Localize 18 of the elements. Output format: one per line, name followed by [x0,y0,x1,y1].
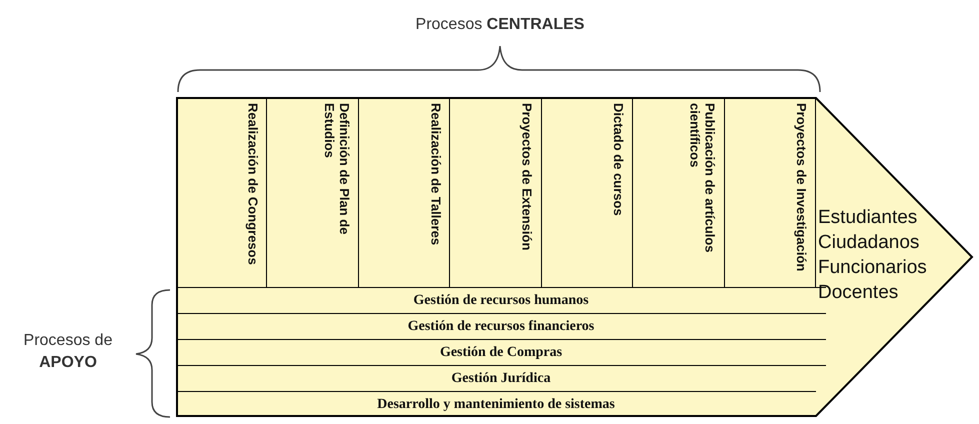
column-label: Realización de Congresos [245,103,260,267]
row-label: Gestión de recursos financieros [408,318,594,334]
section-label: Procesos de APOYO [22,331,114,373]
output-label: Funcionarios [818,256,927,280]
output-label: Docentes [818,281,898,305]
row-label: Desarrollo y mantenimiento de sistemas [377,396,615,412]
column-label: Dictado de cursos [611,103,626,218]
column-label: Realización de Talleres [428,103,444,248]
output-label: Estudiantes [818,206,918,230]
row-label: Gestión Jurídica [451,370,551,386]
row-label: Gestión de recursos humanos [413,292,589,308]
output-label: Ciudadanos [818,231,920,255]
row-label: Gestión de Compras [440,344,562,360]
column-label: Proyectos de Investigación [794,103,809,274]
section-label: Procesos CENTRALES [414,15,586,35]
column-label: Proyectos de Extensión [520,103,535,252]
column-label: Publicación de artículos científicos [688,103,718,255]
column-label: Definición de Plan de Estudios [322,103,352,236]
